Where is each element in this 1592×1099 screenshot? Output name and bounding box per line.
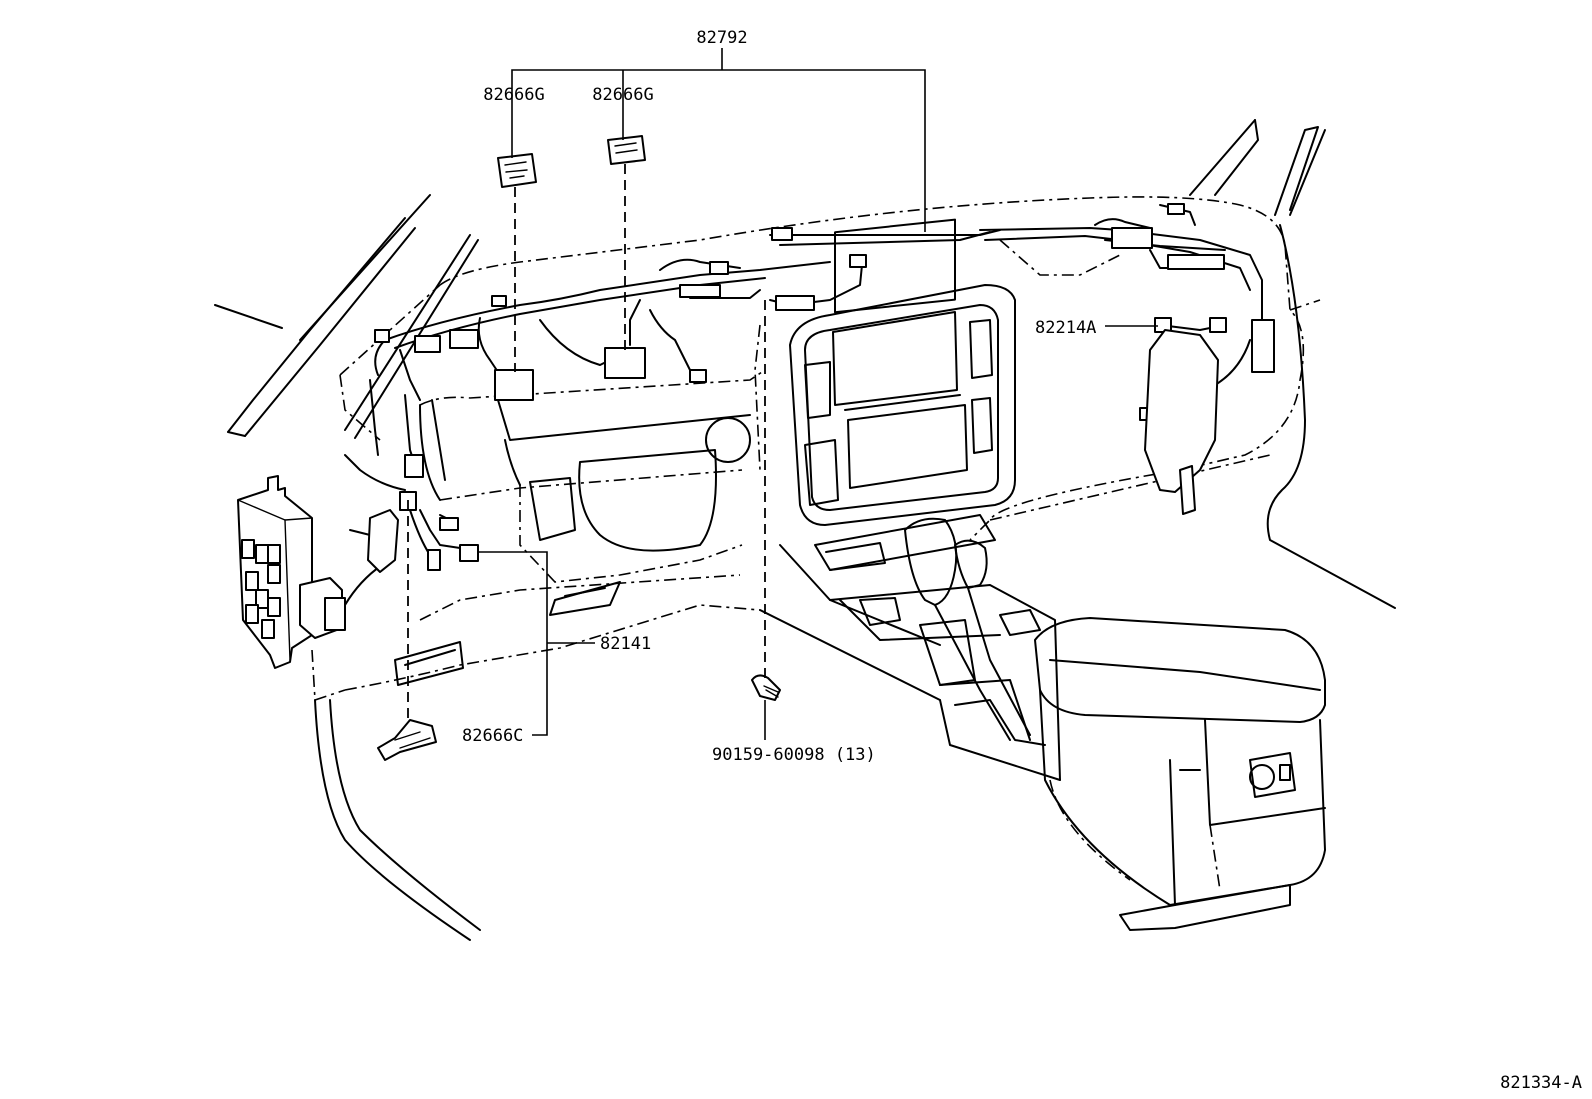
center-stack bbox=[779, 218, 1016, 646]
label-90159-60098: 90159-60098 (13) bbox=[712, 745, 876, 765]
label-82666C: 82666C bbox=[462, 726, 523, 746]
figure-id: 821334-A bbox=[1500, 1073, 1582, 1093]
instrument-cluster bbox=[419, 389, 751, 616]
harness-connectors bbox=[374, 203, 1275, 571]
label-82666G-left: 82666G bbox=[483, 85, 544, 105]
right-module bbox=[1144, 329, 1219, 515]
right-pillar bbox=[1189, 119, 1396, 609]
label-82214A: 82214A bbox=[1035, 318, 1096, 338]
label-82666G-right: 82666G bbox=[592, 85, 653, 105]
label-82792: 82792 bbox=[696, 28, 747, 48]
leader-lines bbox=[407, 48, 1158, 740]
left-pillar bbox=[214, 194, 479, 439]
center-console bbox=[829, 517, 1326, 931]
junction-block bbox=[237, 475, 399, 669]
label-82141: 82141 bbox=[600, 634, 651, 654]
part-labels: 82792 82666G 82666G 82214A 82141 82666C … bbox=[462, 28, 1582, 1093]
loose-parts bbox=[377, 135, 781, 761]
floor-outline bbox=[314, 609, 941, 941]
